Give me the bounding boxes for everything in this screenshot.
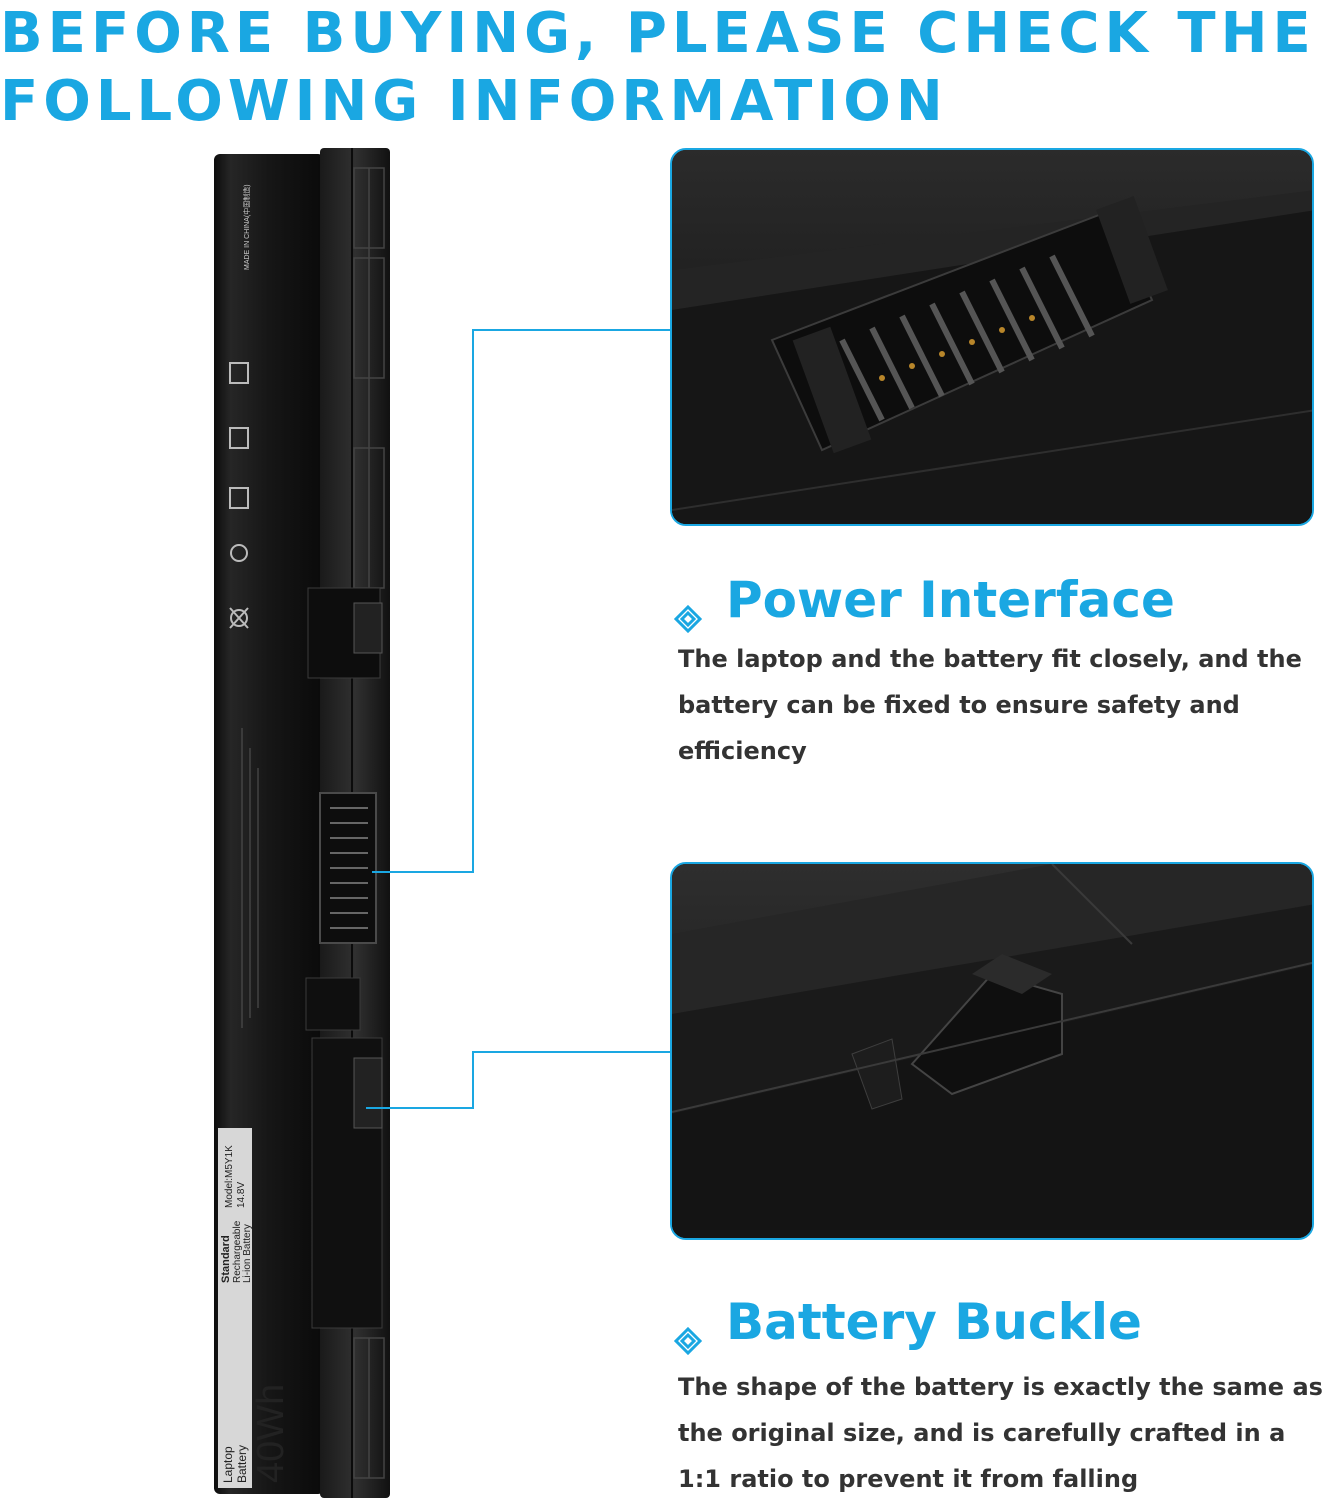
connector-line-bottom-v (472, 1051, 474, 1109)
diamond-icon (673, 1308, 703, 1356)
battery-image: 40Wh Laptop Battery Standard Rechargeabl… (212, 148, 392, 1498)
battery-kind-line-2: Li-ion Battery (242, 1224, 253, 1283)
power-interface-description: The laptop and the battery fit closely, … (678, 645, 1302, 765)
headline: BEFORE BUYING, PLEASE CHECK THE FOLLOWIN… (0, 0, 1316, 136)
headline-line-2: FOLLOWING INFORMATION (0, 69, 948, 134)
connector-line-bottom-end (366, 1107, 474, 1109)
connector-line-bottom-h (472, 1051, 670, 1053)
power-interface-title: Power Interface (673, 570, 1175, 634)
battery-buckle-photo (670, 862, 1314, 1240)
battery-type-text-2: Battery (235, 1444, 249, 1483)
battery-capacity-text: 40Wh (250, 1383, 292, 1483)
power-interface-photo (670, 148, 1314, 526)
battery-made-in-text: MADE IN CHINA(中国制造) (244, 184, 251, 270)
connector-line-top-v (472, 329, 474, 873)
headline-line-1: BEFORE BUYING, PLEASE CHECK THE (0, 1, 1316, 66)
diamond-icon (673, 586, 703, 634)
power-interface-title-text: Power Interface (726, 571, 1175, 629)
battery-brand-text: Standard (220, 1235, 232, 1283)
battery-rating-text: 14.8V (236, 1181, 247, 1208)
connector-line-top-end (372, 871, 474, 873)
battery-model-text: Model:M5Y1K (224, 1145, 235, 1208)
battery-type-line-2: Battery (235, 1444, 249, 1483)
battery-type-line-1: Laptop (221, 1446, 235, 1483)
battery-buckle-title-text: Battery Buckle (726, 1293, 1142, 1351)
connector-line-top-h (472, 329, 670, 331)
battery-type-text: Laptop (221, 1446, 235, 1483)
battery-buckle-description: The shape of the battery is exactly the … (678, 1373, 1323, 1493)
battery-buckle-title: Battery Buckle (673, 1292, 1142, 1356)
